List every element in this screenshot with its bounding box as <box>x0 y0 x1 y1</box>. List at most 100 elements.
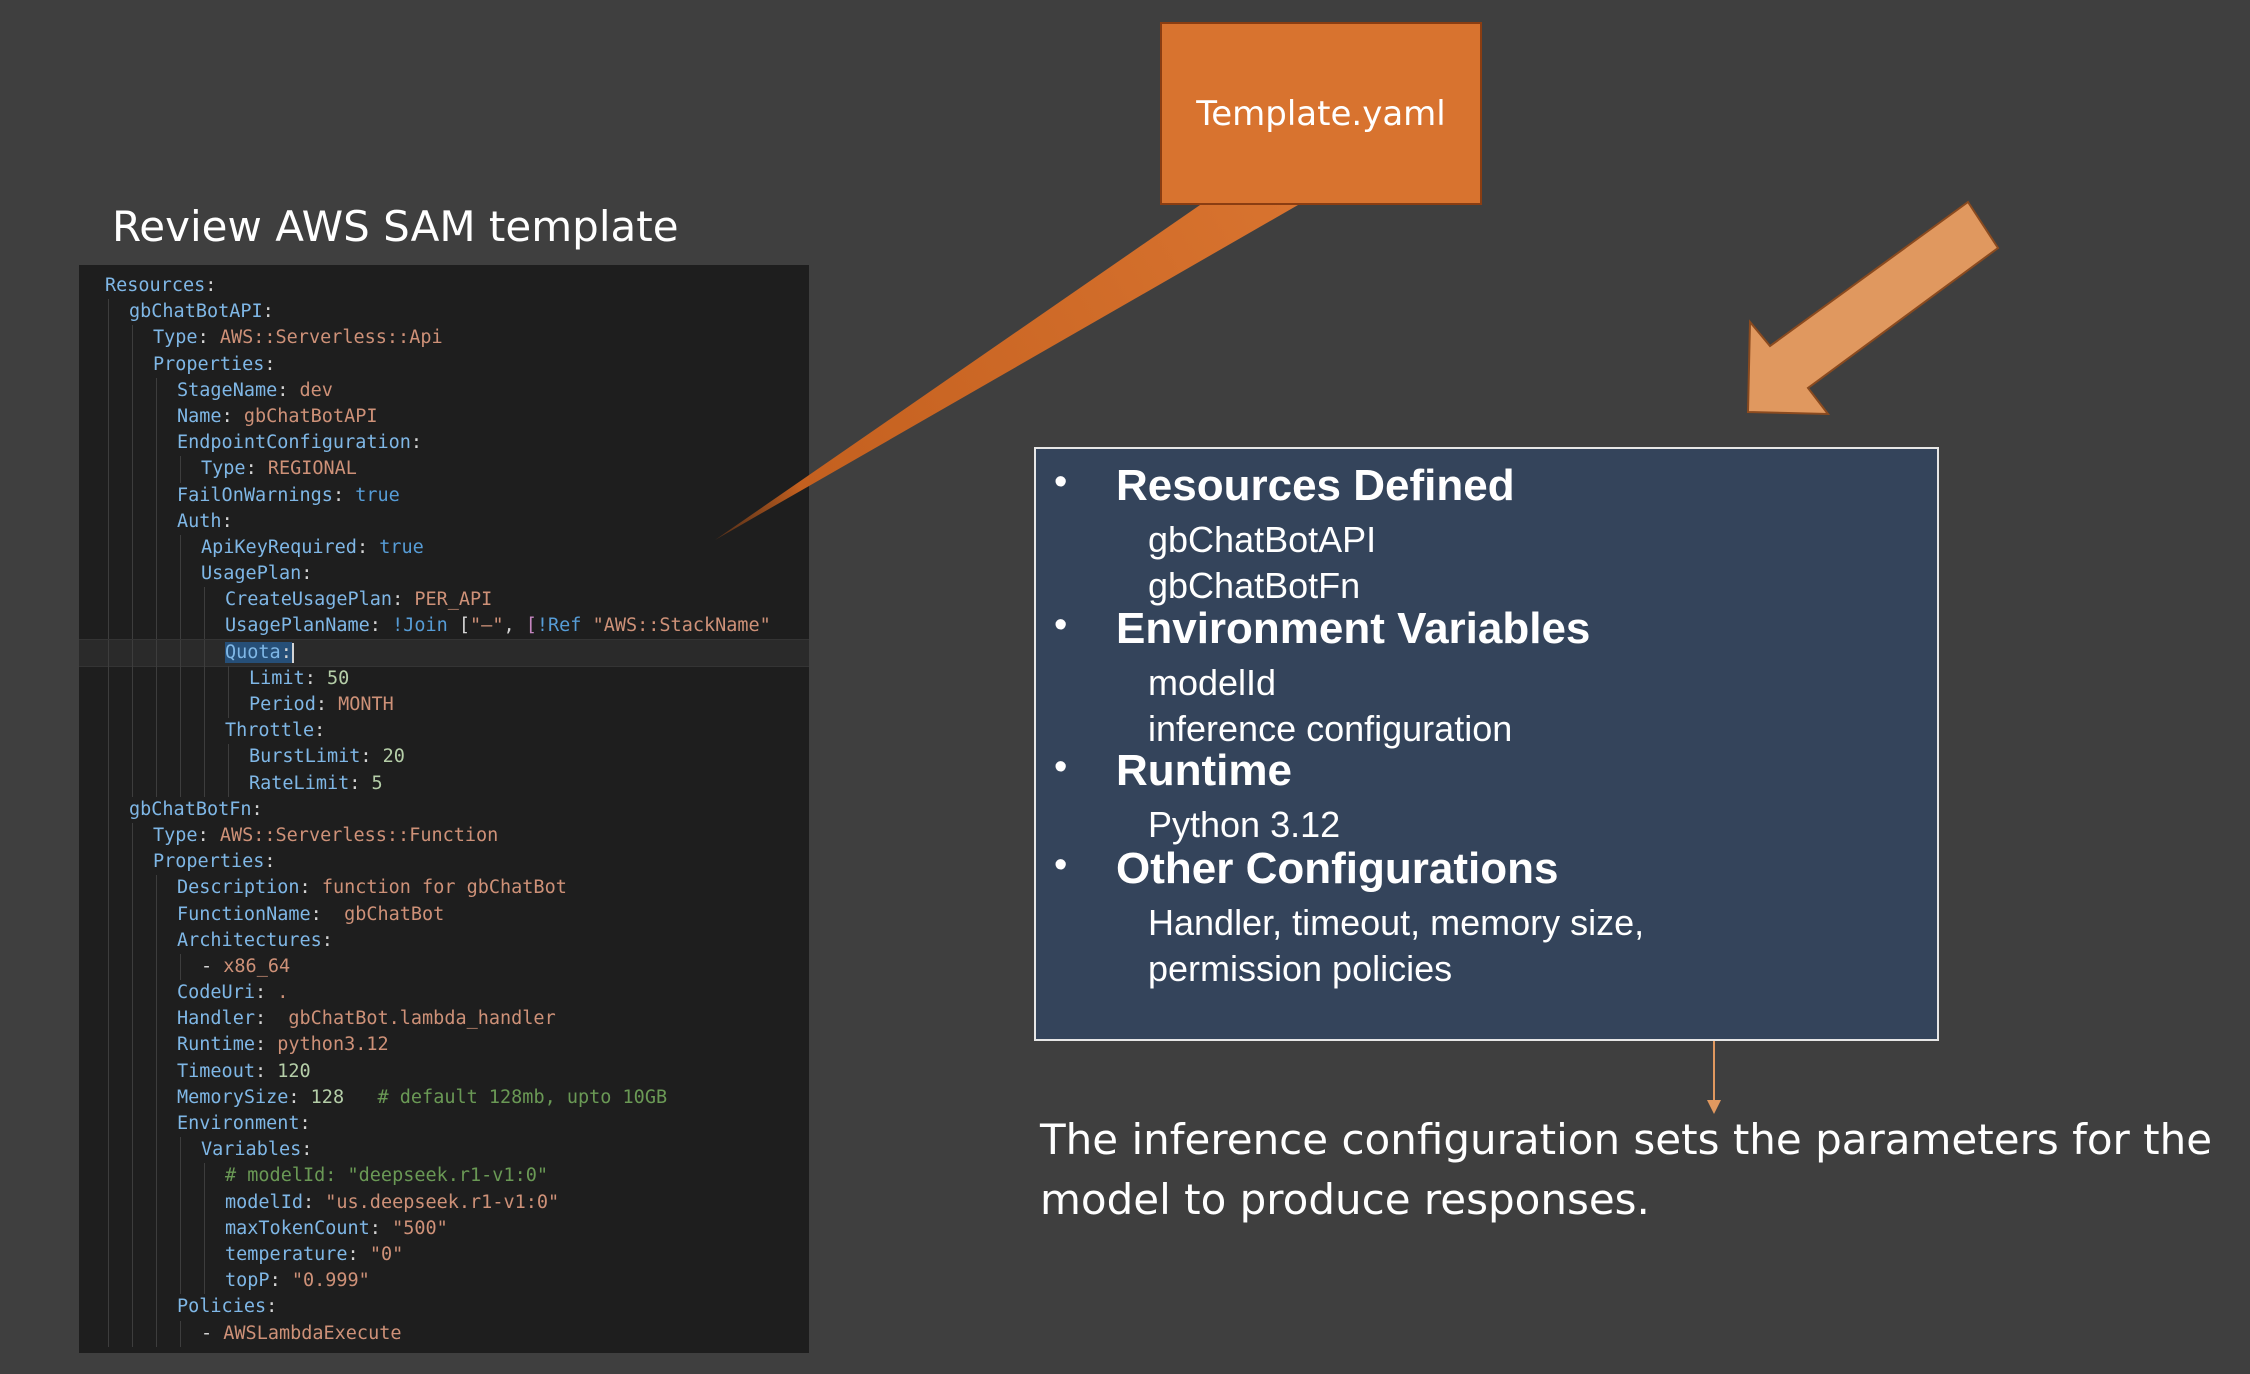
indent-guide <box>132 1137 133 1164</box>
code-line[interactable]: CreateUsagePlan: PER_API <box>79 587 809 614</box>
code-line[interactable]: topP: "0.999" <box>79 1268 809 1295</box>
code-line[interactable]: FunctionName: gbChatBot <box>79 901 809 928</box>
code-line[interactable]: StageName: dev <box>79 377 809 404</box>
indent-guide <box>180 1137 181 1164</box>
indent-guide <box>156 456 157 483</box>
code-editor-panel[interactable]: Resources:gbChatBotAPI:Type: AWS::Server… <box>79 265 809 1353</box>
code-line-content: Timeout: 120 <box>177 1059 311 1085</box>
bullet-icon: • <box>1054 604 1068 646</box>
code-line[interactable]: CodeUri: . <box>79 980 809 1007</box>
section-item: Python 3.12 <box>1148 804 1341 845</box>
code-line[interactable]: Variables: <box>79 1137 809 1164</box>
code-line[interactable]: BurstLimit: 20 <box>79 744 809 771</box>
indent-guide <box>180 1189 181 1216</box>
code-line[interactable]: Auth: <box>79 508 809 535</box>
section-item: modelId <box>1148 662 1277 703</box>
indent-guide <box>180 1268 181 1295</box>
indent-guide <box>180 744 181 771</box>
indent-guide <box>156 534 157 562</box>
code-line-content: FailOnWarnings: true <box>177 483 400 509</box>
code-line[interactable]: UsagePlanName: !Join ["—", [!Ref "AWS::S… <box>79 613 809 640</box>
code-line[interactable]: Resources: <box>79 273 809 299</box>
indent-guide <box>108 1163 109 1190</box>
code-line[interactable]: # modelId: "deepseek.r1-v1:0" <box>79 1163 809 1190</box>
indent-guide <box>156 770 157 797</box>
indent-guide <box>180 770 181 797</box>
code-token: MONTH <box>338 694 394 715</box>
code-line[interactable]: EndpointConfiguration: <box>79 430 809 457</box>
code-token: : <box>280 641 292 663</box>
code-line-content: UsagePlan: <box>201 561 312 587</box>
code-token: 50 <box>326 667 350 689</box>
code-token: Type <box>153 327 198 349</box>
code-line[interactable]: Type: AWS::Serverless::Api <box>79 325 809 352</box>
code-token: CreateUsagePlan <box>225 589 393 611</box>
code-token: dev <box>299 379 333 401</box>
code-line-content: Type: AWS::Serverless::Api <box>153 325 443 351</box>
indent-guide <box>132 875 133 902</box>
code-line[interactable]: - AWSLambdaExecute <box>79 1320 809 1347</box>
code-line[interactable]: Type: REGIONAL <box>79 456 809 483</box>
code-line[interactable]: Properties: <box>79 849 809 876</box>
code-line[interactable]: Description: function for gbChatBot <box>79 875 809 902</box>
indent-guide <box>132 534 133 562</box>
code-line[interactable]: gbChatBotFn: <box>79 796 809 823</box>
code-line-content: Architectures: <box>177 928 333 954</box>
code-line[interactable]: Properties: <box>79 351 809 378</box>
code-token: "0" <box>369 1243 404 1265</box>
code-line[interactable]: UsagePlan: <box>79 561 809 588</box>
code-line[interactable]: Runtime: python3.12 <box>79 1032 809 1059</box>
code-line[interactable]: Period: MONTH <box>79 692 809 719</box>
code-line[interactable]: ApiKeyRequired: true <box>79 534 809 562</box>
code-token: [ <box>458 615 471 637</box>
section-heading: Other Configurations <box>1116 844 1559 893</box>
callout-label: Template.yaml <box>1196 93 1446 134</box>
indent-guide <box>204 744 205 771</box>
indent-guide <box>108 1320 109 1347</box>
code-token: EndpointConfiguration <box>177 432 411 454</box>
code-token: : <box>254 1008 289 1030</box>
code-line-content: UsagePlanName: !Join ["—", [!Ref "AWS::S… <box>225 613 771 639</box>
indent-guide <box>228 665 229 692</box>
code-token: : <box>299 1113 311 1134</box>
indent-guide <box>108 822 109 850</box>
code-token: : <box>321 929 333 951</box>
code-line[interactable]: Timeout: 120 <box>79 1058 809 1085</box>
indent-guide <box>132 1032 133 1059</box>
indent-guide <box>204 639 205 666</box>
code-line[interactable]: Quota: <box>79 638 809 667</box>
code-line[interactable]: gbChatBotAPI: <box>79 299 809 326</box>
code-line[interactable]: modelId: "us.deepseek.r1-v1:0" <box>79 1189 809 1216</box>
code-token: REGIONAL <box>267 458 357 480</box>
code-line[interactable]: Environment: <box>79 1111 809 1138</box>
code-line[interactable]: Architectures: <box>79 927 809 954</box>
code-line-content: Runtime: python3.12 <box>177 1032 389 1058</box>
indent-guide <box>132 561 133 588</box>
code-line[interactable]: MemorySize: 128 # default 128mb, upto 10… <box>79 1084 809 1111</box>
code-line[interactable]: Policies: <box>79 1294 809 1321</box>
indent-guide <box>180 639 181 666</box>
code-line[interactable]: Name: gbChatBotAPI <box>79 403 809 431</box>
code-token: : <box>251 798 263 820</box>
indent-guide <box>180 456 181 483</box>
code-line[interactable]: RateLimit: 5 <box>79 770 809 797</box>
code-line[interactable]: Type: AWS::Serverless::Function <box>79 822 809 850</box>
section-item: Handler, timeout, memory size, <box>1148 902 1645 943</box>
code-line[interactable]: - x86_64 <box>79 953 809 981</box>
code-line[interactable]: FailOnWarnings: true <box>79 482 809 509</box>
code-token: gbChatBotAPI <box>243 405 378 427</box>
code-line-content: BurstLimit: 20 <box>249 744 405 770</box>
code-token: maxTokenCount <box>225 1217 370 1239</box>
code-token: "AWS::StackName" <box>592 615 771 637</box>
code-line[interactable]: temperature: "0" <box>79 1241 809 1269</box>
code-token: temperature <box>225 1243 348 1265</box>
code-line-content: Period: MONTH <box>249 692 394 718</box>
code-line[interactable]: Throttle: <box>79 718 809 745</box>
indent-guide <box>156 482 157 509</box>
indent-guide <box>156 639 157 666</box>
indent-guide <box>132 927 133 954</box>
code-line[interactable]: Handler: gbChatBot.lambda_handler <box>79 1006 809 1033</box>
indent-guide <box>108 1215 109 1242</box>
code-line[interactable]: Limit: 50 <box>79 665 809 692</box>
code-line[interactable]: maxTokenCount: "500" <box>79 1215 809 1242</box>
